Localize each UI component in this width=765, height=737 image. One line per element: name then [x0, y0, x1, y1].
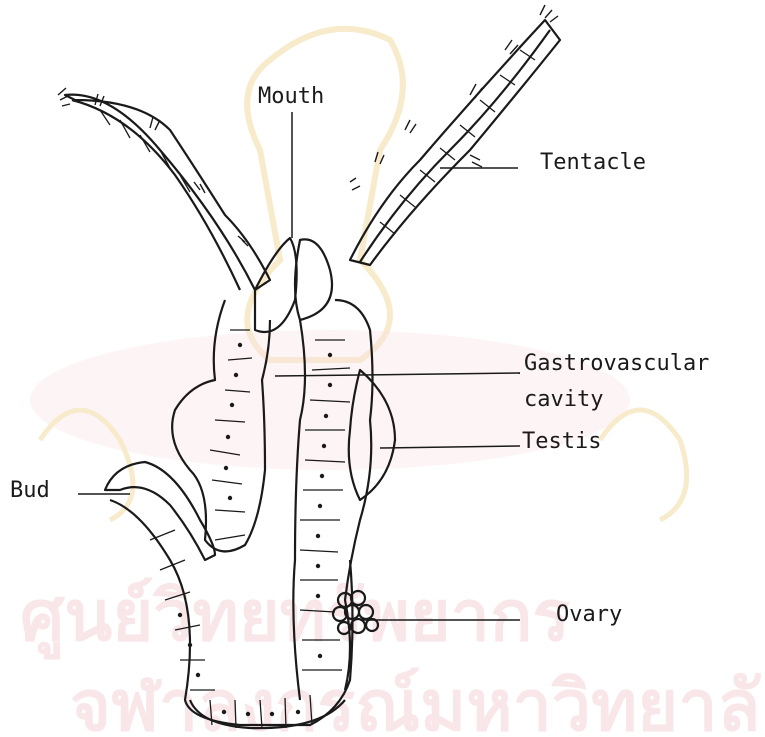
watermark-text: ศูนย์วิทยทรัพยากร จุฬาลงกรณ์มหาวิทยาลัย	[20, 575, 765, 732]
left-tentacle	[65, 95, 270, 290]
label-mouth: Mouth	[258, 86, 324, 108]
label-ovary: Ovary	[556, 604, 622, 626]
label-tentacle: Tentacle	[540, 152, 646, 174]
label-cavity: cavity	[524, 389, 603, 411]
cnidocyte-tufts	[58, 5, 558, 246]
svg-text:จุฬาลงกรณ์มหาวิทยาลัย: จุฬาลงกรณ์มหาวิทยาลัย	[70, 665, 765, 732]
mouth-lip-right	[295, 239, 332, 320]
label-bud: Bud	[10, 480, 50, 502]
label-gastrovascular: Gastrovascular	[524, 353, 709, 375]
label-testis: Testis	[522, 431, 601, 453]
